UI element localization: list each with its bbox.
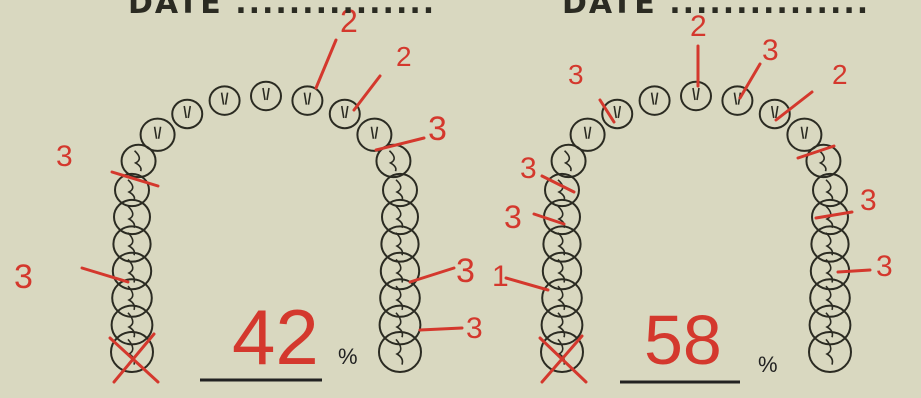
tooth	[251, 82, 281, 111]
tooth-mark: 3	[428, 110, 447, 148]
tooth-fissure	[263, 88, 269, 100]
tooth	[141, 119, 175, 151]
pointer-line	[816, 212, 852, 218]
tooth-fissure	[155, 127, 161, 139]
tooth	[813, 174, 847, 206]
tooth	[330, 100, 360, 128]
tooth-mark: 3	[520, 152, 537, 185]
pointer-line	[82, 268, 128, 282]
pointer-line	[410, 268, 454, 282]
pointer-line	[420, 328, 462, 330]
pointer-line	[776, 92, 812, 120]
pointer-line	[354, 76, 380, 110]
tooth-outline	[602, 100, 632, 128]
tooth-fissure	[801, 127, 807, 139]
tooth	[681, 82, 711, 111]
tooth-mark: 3	[56, 140, 73, 173]
tooth-mark: 2	[396, 41, 412, 72]
tooth-fissure	[389, 151, 395, 171]
tooth-fissure	[135, 151, 141, 171]
tooth-mark: 3	[860, 184, 877, 217]
tooth-fissure	[371, 127, 377, 139]
tooth-fissure	[128, 206, 134, 228]
tooth-mark: 2	[832, 59, 848, 90]
tooth-mark: 3	[14, 258, 33, 296]
tooth-fissure	[565, 151, 571, 171]
tooth-outline	[571, 119, 605, 151]
tooth-fissure	[693, 88, 699, 100]
tooth-mark: 3	[466, 312, 483, 345]
tooth-fissure	[222, 93, 228, 105]
tooth-mark: 3	[568, 59, 584, 90]
tooth	[543, 253, 581, 289]
tooth-fissure	[819, 151, 825, 171]
pointer-line	[376, 138, 424, 150]
tooth	[544, 200, 580, 234]
tooth	[383, 174, 417, 206]
date-field-right: DATE ...............	[562, 0, 870, 21]
tooth-outline	[722, 86, 752, 115]
score-left: 42	[232, 293, 319, 381]
tooth-outline	[292, 86, 322, 115]
tooth-outline	[640, 86, 670, 115]
tooth	[640, 86, 670, 115]
tooth-fissure	[396, 206, 402, 228]
tooth	[292, 86, 322, 115]
tooth-outline	[141, 119, 175, 151]
tooth-fissure	[614, 106, 620, 118]
tooth-fissure	[128, 180, 134, 200]
tooth	[722, 86, 752, 115]
tooth	[210, 86, 240, 115]
percent-symbol: %	[758, 352, 778, 378]
tooth-fissure	[342, 106, 348, 118]
pointer-line	[506, 278, 548, 290]
tooth	[543, 226, 580, 261]
tooth-fissure	[652, 93, 658, 105]
tooth-fissure	[826, 180, 832, 200]
pointer-line	[838, 270, 870, 272]
tooth-fissure	[304, 93, 310, 105]
tooth-mark: 3	[876, 250, 893, 283]
tooth	[571, 119, 605, 151]
tooth-mark: 1	[492, 260, 509, 293]
tooth-fissure	[184, 106, 190, 118]
strike-through	[540, 336, 586, 382]
tooth	[113, 226, 150, 261]
date-field-left: DATE ...............	[128, 0, 436, 21]
tooth-fissure	[585, 127, 591, 139]
pointer-line	[316, 40, 336, 88]
tooth	[602, 100, 632, 128]
tooth	[809, 332, 851, 372]
tooth-fissure	[772, 106, 778, 118]
tooth	[172, 100, 202, 128]
tooth-outline	[330, 100, 360, 128]
tooth	[114, 200, 150, 234]
tooth	[113, 253, 151, 289]
tooth-mark: 3	[456, 252, 475, 290]
tooth	[379, 332, 421, 372]
tooth-outline	[681, 82, 711, 111]
tooth-mark: 3	[762, 34, 779, 67]
percent-symbol: %	[338, 344, 358, 370]
tooth-outline	[251, 82, 281, 111]
tooth	[382, 200, 418, 234]
tooth-mark: 3	[504, 199, 522, 235]
tooth-outline	[210, 86, 240, 115]
tooth-fissure	[396, 180, 402, 200]
score-right: 58	[644, 301, 722, 379]
tooth-outline	[172, 100, 202, 128]
